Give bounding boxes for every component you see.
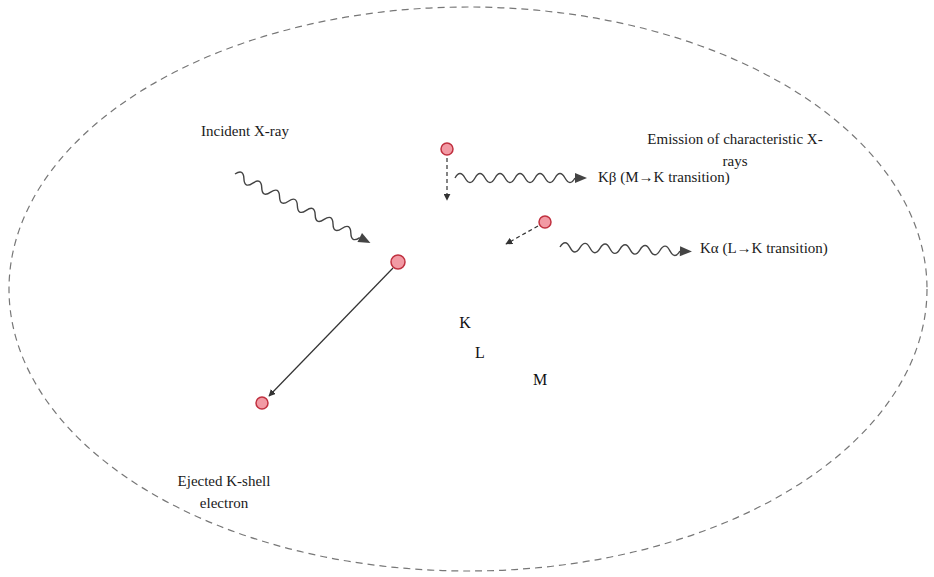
shell-letter: L [475, 344, 485, 362]
wave-line [233, 170, 362, 242]
arrow-head [680, 246, 692, 256]
kalpha-label: Kα (L→K transition) [700, 237, 900, 259]
incident-label: Incident X-ray [190, 120, 300, 142]
boundary-ellipse [9, 7, 927, 571]
m-shell-disc [273, 98, 603, 428]
k-shell-disc [353, 178, 523, 348]
l-shell-disc [330, 155, 546, 371]
k-shell-outline [353, 178, 523, 348]
incident-xray-wave [233, 170, 373, 248]
transition-arrow [446, 158, 447, 200]
electron [391, 255, 405, 269]
k-shell: K [353, 178, 523, 348]
m-shell-outline [273, 98, 603, 428]
shell-letter: M [533, 371, 547, 389]
ejection-arrow [269, 268, 393, 396]
kbeta-wave [455, 173, 587, 183]
arrow-head [575, 173, 587, 183]
l-shell-outline [330, 155, 546, 371]
wave-line [455, 174, 575, 183]
arrow-head [357, 233, 372, 247]
emission-label: Emission of characteristic X-rays [640, 128, 830, 172]
electron [256, 397, 268, 409]
kbeta-label: Kβ (M→K transition) [598, 166, 788, 188]
electron [441, 143, 453, 155]
l-shell: LK [330, 155, 546, 371]
nucleus-core [378, 203, 498, 323]
wave-line [560, 243, 680, 256]
electron [539, 216, 551, 228]
kalpha-wave [560, 242, 692, 257]
transition-arrow [506, 226, 538, 244]
m-shell: MLK [273, 98, 603, 428]
shell-letter: K [459, 314, 471, 332]
ejected-label: Ejected K-shell electron [168, 470, 280, 514]
